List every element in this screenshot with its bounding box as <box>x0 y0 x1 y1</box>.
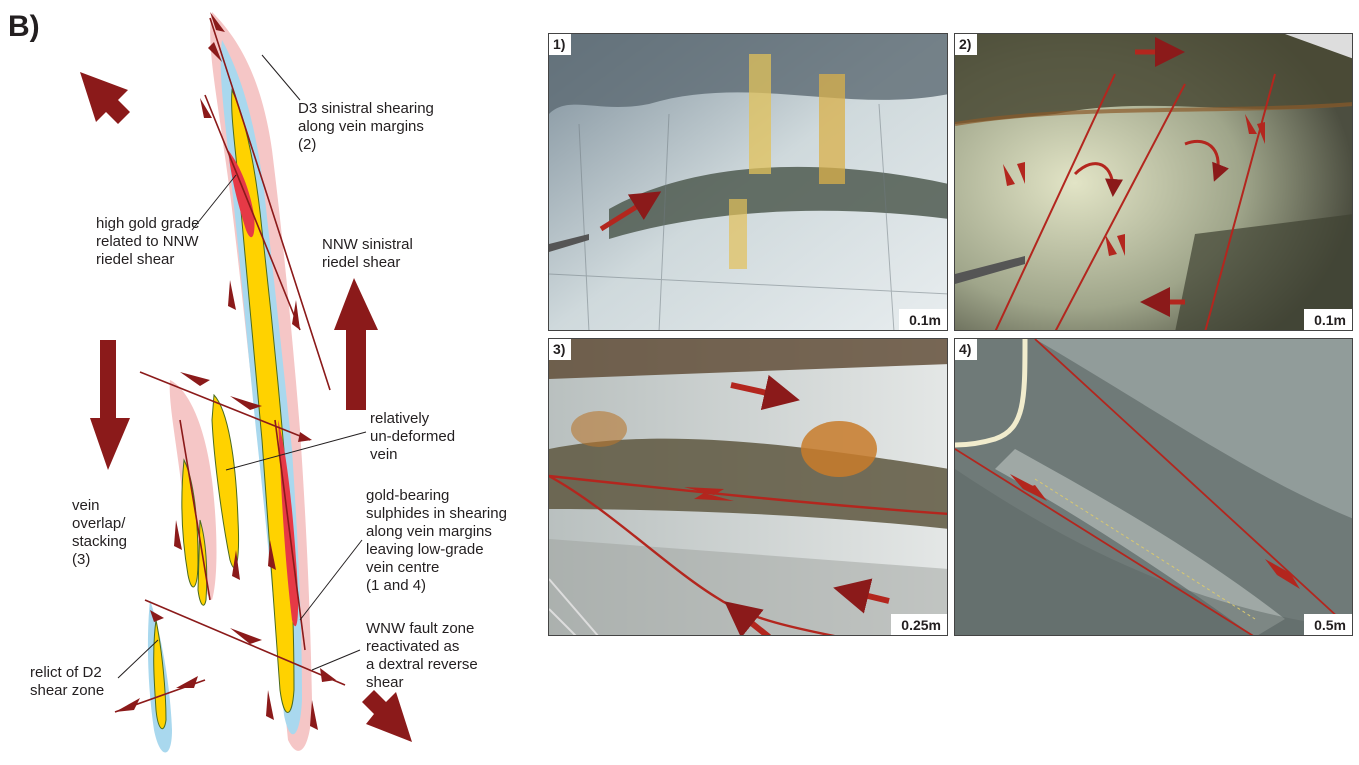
stress-arrow-nw <box>80 72 130 124</box>
stress-arrow-s-down <box>90 340 130 470</box>
half-arrow <box>176 676 198 688</box>
half-arrow <box>115 698 140 712</box>
leader-d3 <box>262 55 300 100</box>
stress-arrow-n-up <box>334 278 378 410</box>
leader-sulphides <box>300 540 362 620</box>
half-arrow <box>180 372 210 386</box>
photo-2-label: 2) <box>955 34 977 55</box>
photo-3-scale: 0.25m <box>891 614 947 635</box>
half-arrow <box>320 668 336 682</box>
half-arrow <box>228 280 236 310</box>
half-arrow <box>298 432 312 442</box>
leader-wnw <box>312 650 360 670</box>
stress-arrow-se <box>362 690 412 742</box>
photo-4: 4) 0.5m <box>954 338 1353 636</box>
half-arrow <box>174 520 182 550</box>
photo-1-scale: 0.1m <box>899 309 947 330</box>
photo-3-label: 3) <box>549 339 571 360</box>
photo-1-label: 1) <box>549 34 571 55</box>
photo-3: 3) 0.25m <box>548 338 948 636</box>
photo-4-scale: 0.5m <box>1304 614 1352 635</box>
photo-2: 2) 0.1m <box>954 33 1353 331</box>
photo-2-scale: 0.1m <box>1304 309 1352 330</box>
photo-4-label: 4) <box>955 339 977 360</box>
photo-1: 1) 0.1m <box>548 33 948 331</box>
half-arrow <box>266 690 274 720</box>
half-arrow <box>230 628 262 644</box>
wnw-fault-lower <box>145 600 345 685</box>
